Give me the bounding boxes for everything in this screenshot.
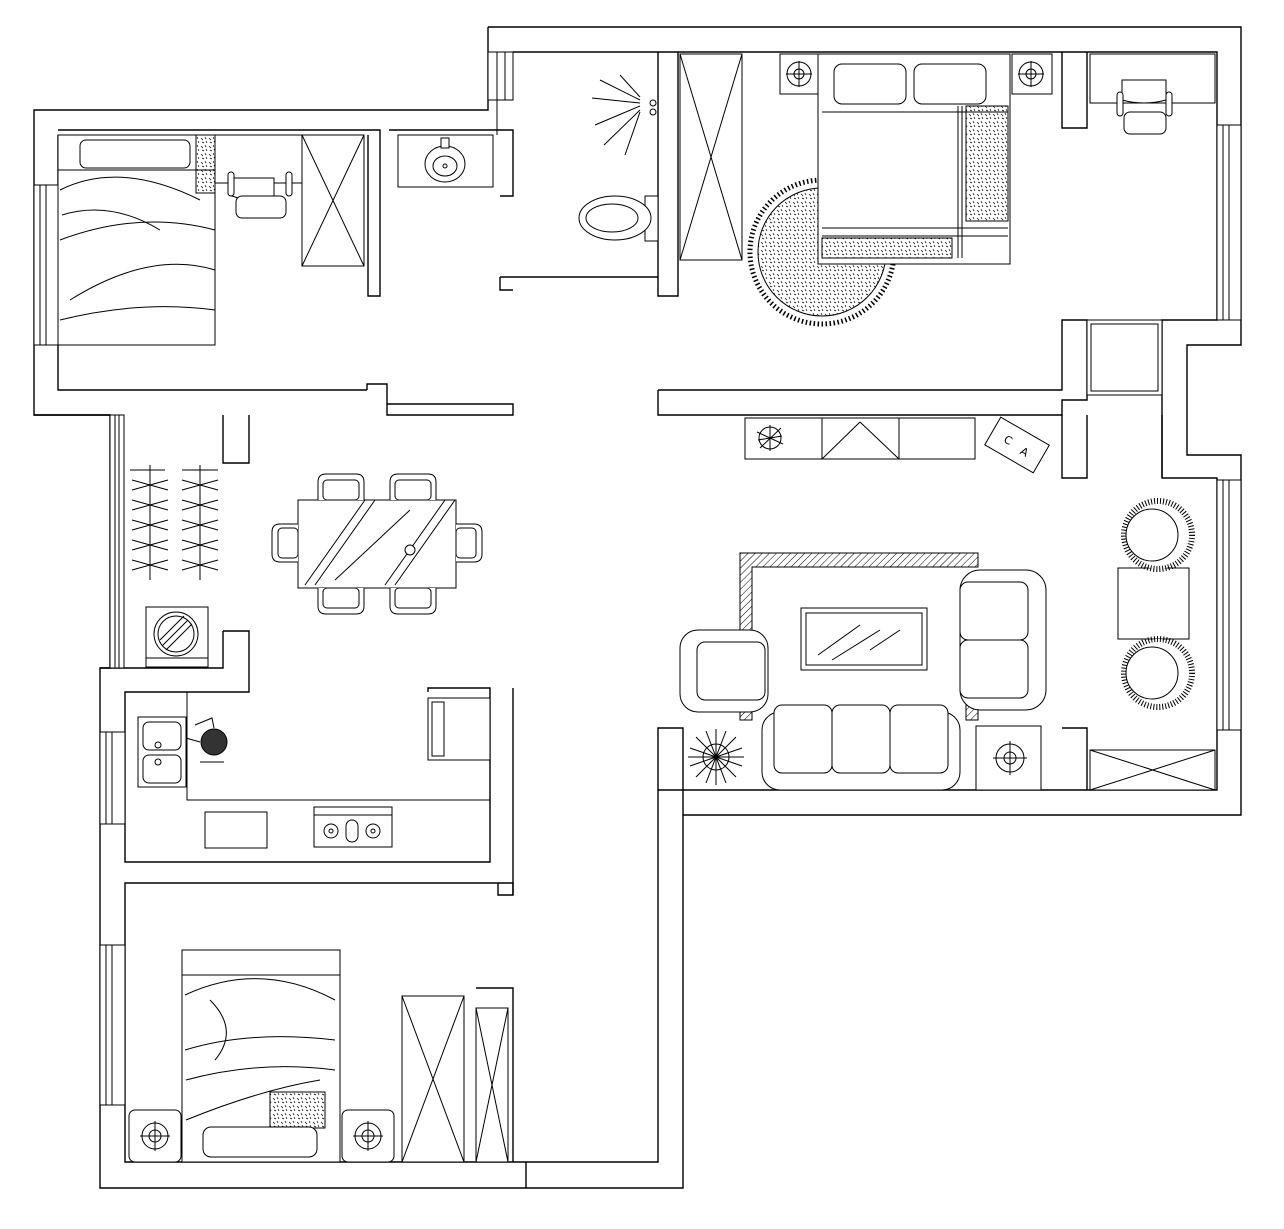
stool-top (1121, 498, 1195, 572)
south-bedroom-closet-wall (476, 987, 514, 1162)
side-table-living (975, 725, 1042, 791)
dining-pier (222, 415, 250, 464)
dining (130, 465, 483, 668)
coffee-table (800, 607, 928, 671)
windows (33, 51, 1242, 1106)
window-west-bedroom (33, 184, 59, 346)
master-bedroom (679, 53, 1053, 327)
person-figure (185, 717, 228, 763)
dining-chair-left (271, 523, 299, 563)
bed-west (57, 134, 216, 346)
living-southeast-pier (1062, 727, 1088, 790)
closet-south (475, 1007, 509, 1163)
desk-west (214, 134, 303, 219)
double-sink (137, 716, 187, 788)
armchair-left (679, 629, 769, 713)
dining-chairs (271, 473, 483, 615)
corridor-south-wall (657, 319, 1088, 416)
study-cabinet (1086, 319, 1163, 396)
wardrobe-west (301, 134, 365, 267)
bed-master (817, 53, 1011, 265)
wardrobe-master (679, 53, 743, 261)
shoe-rack (130, 465, 219, 580)
living-north-pier (1061, 415, 1088, 479)
kitchen-wall (124, 630, 491, 863)
bath-partition (389, 129, 514, 197)
cooktop (313, 806, 393, 848)
lounge-table (1117, 567, 1190, 640)
bedroom-east-partition (58, 129, 381, 297)
bathroom (397, 74, 659, 242)
plant-living (688, 729, 744, 785)
washing-machine (145, 606, 209, 668)
study-partition (1061, 52, 1088, 129)
west-bedroom (57, 134, 365, 346)
plant-corridor (756, 425, 784, 451)
bath-door-jamb (499, 277, 513, 291)
window-south-bedroom (99, 944, 126, 1106)
toilet (578, 195, 659, 242)
fridge (427, 697, 491, 761)
stool-bottom (1121, 636, 1195, 710)
kitchen (125, 691, 491, 849)
living-room (679, 498, 1216, 791)
dining-chair-right (455, 523, 483, 563)
pillow-west (79, 139, 191, 169)
study (1086, 53, 1216, 396)
washbasin (397, 134, 494, 188)
study-chair (1116, 79, 1173, 135)
window-bath (487, 51, 514, 101)
corridor-sign: C A (984, 416, 1050, 474)
window-study (1216, 124, 1242, 321)
living-southwest-pier (657, 727, 684, 815)
kitchen-north-wall (100, 631, 224, 669)
dining-chair-top-right (389, 473, 437, 501)
wardrobe-south (401, 995, 465, 1163)
kitchen-east-wall (497, 688, 514, 896)
nightstand-master-left (779, 53, 819, 95)
south-bedroom (128, 949, 509, 1163)
shower-head (591, 74, 657, 156)
nightstand-master-right (1011, 53, 1053, 95)
lounge-set (1117, 498, 1195, 710)
nightstand-south-right (341, 1109, 395, 1163)
corridor-north-wall (366, 383, 514, 416)
pillow-master-left (833, 63, 907, 105)
window-kitchen (99, 731, 126, 825)
dining-chair-bottom-left (317, 587, 365, 615)
dining-chair-bottom-right (389, 587, 437, 615)
kitchen-counter-edge (125, 691, 490, 801)
hall-cabinet (744, 417, 976, 460)
pillow-master-right (913, 63, 987, 105)
window-dining (109, 414, 125, 669)
nightstand-south-left (128, 1109, 182, 1163)
sofa-right (959, 569, 1047, 711)
dining-chair-top-left (317, 473, 365, 501)
sofa-bottom (761, 704, 961, 791)
bed-south (181, 949, 341, 1163)
kitchen-tray (204, 811, 268, 849)
living-cabinet-southeast (1089, 749, 1216, 791)
window-living (1216, 479, 1242, 731)
bathroom-south-wall (500, 52, 679, 297)
pillow-south (202, 1126, 318, 1158)
dining-table (297, 499, 457, 589)
